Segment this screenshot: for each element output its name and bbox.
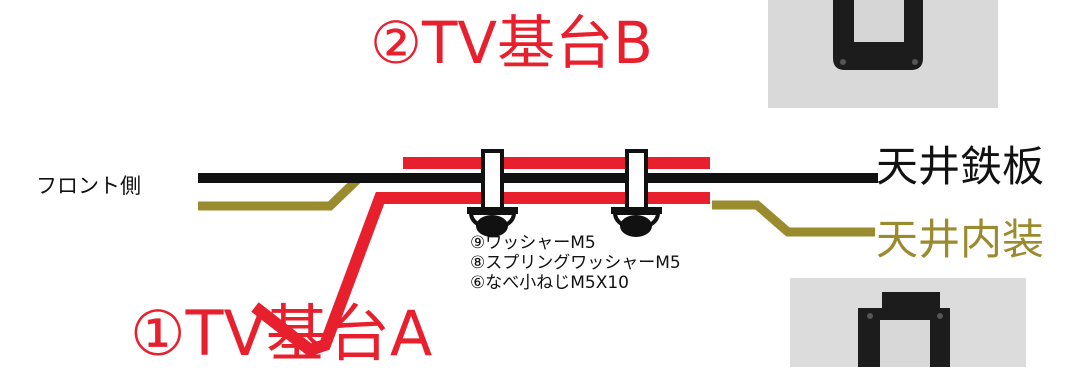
screw-2 [611,149,662,237]
ceiling-interior-left-line [198,176,361,211]
tv-base-b-plate [403,157,710,169]
screw-1 [467,149,518,237]
ceiling-plate-left [198,173,484,183]
tv-base-b-title: ②TV基台B [370,9,653,77]
part-spring-washer: ⑧スプリングワッシャーM5 [470,253,681,273]
tv-base-a-title: ①TV基台A [130,297,433,370]
part-washer: ⑨ワッシャーM5 [470,233,596,253]
ceiling-interior-label: 天井内装 [876,215,1045,264]
ceiling-interior-right-line [712,200,875,237]
ceiling-plate-label: 天井鉄板 [876,142,1045,191]
parts-list: ⑨ワッシャーM5 ⑧スプリングワッシャーM5 ⑥なべ小ねじM5X10 [470,233,681,293]
ceiling-plate-middle [500,173,628,183]
ceiling-plate-right [644,173,878,183]
part-pan-screw: ⑥なべ小ねじM5X10 [470,273,630,293]
tv-base-a-photo [790,278,1026,367]
tv-base-b-photo [768,0,998,108]
front-side-label: フロント側 [36,174,141,198]
